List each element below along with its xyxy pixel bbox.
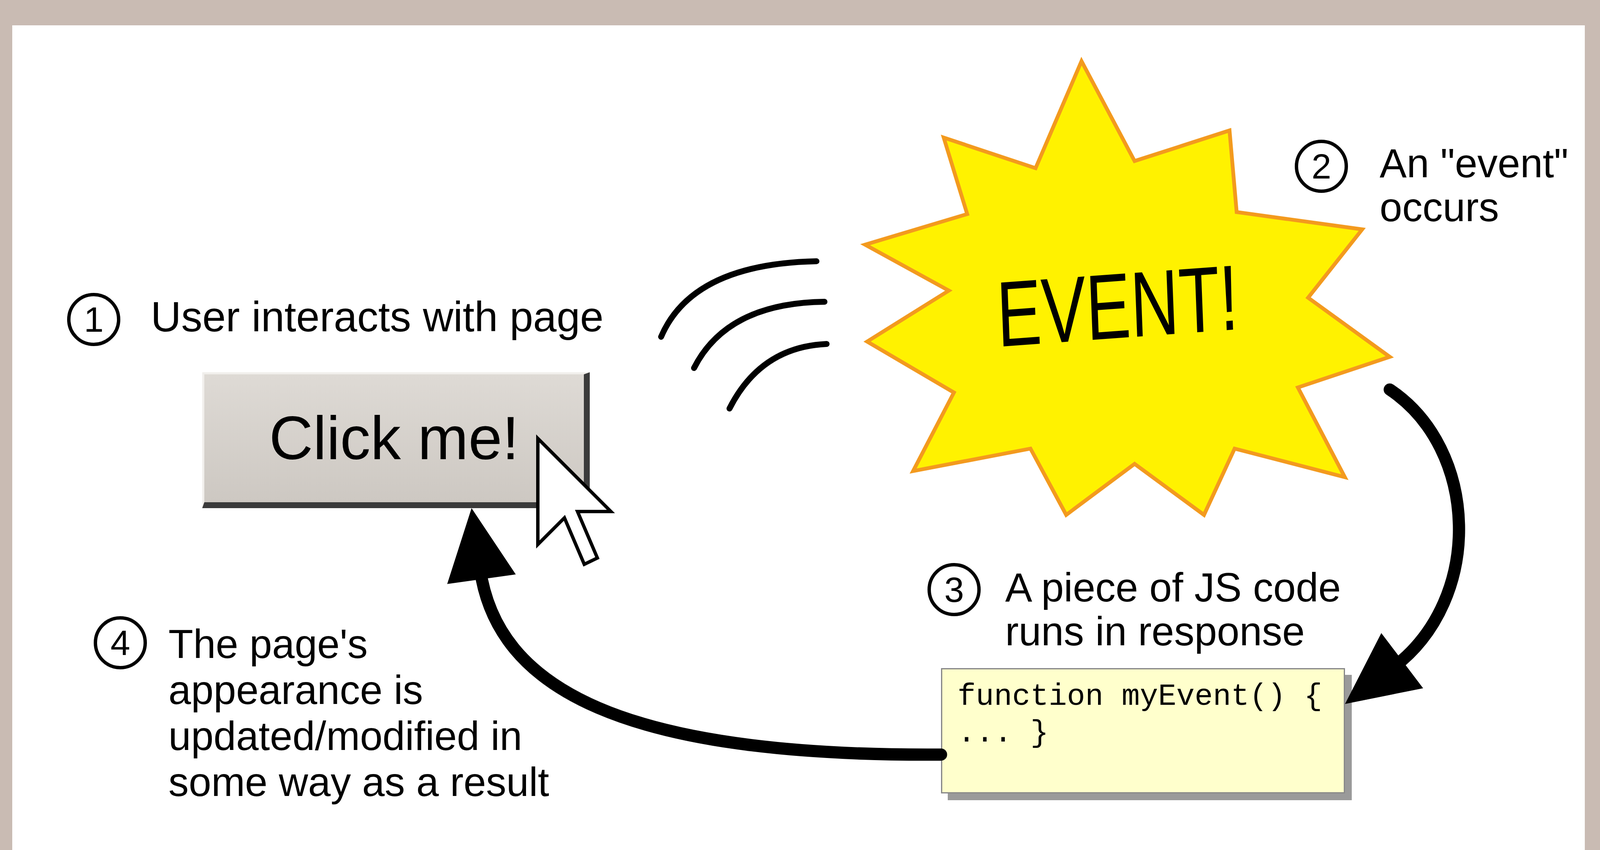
arrow-line bbox=[1389, 389, 1459, 668]
flow-arrow bbox=[447, 508, 942, 755]
flow-arrow bbox=[1345, 389, 1459, 705]
step-caption: User interacts with page bbox=[150, 291, 604, 342]
step-caption: The page's appearance is updated/modifie… bbox=[168, 621, 593, 806]
arrow-head bbox=[447, 508, 516, 585]
motion-line bbox=[729, 344, 827, 409]
starburst-shape bbox=[865, 61, 1390, 516]
button-label: Click me! bbox=[268, 408, 519, 470]
callout-number: 2 bbox=[1294, 139, 1348, 193]
callout-number: 4 bbox=[93, 616, 147, 670]
step-caption: An "event" occurs bbox=[1379, 141, 1583, 230]
arrow-line bbox=[480, 568, 942, 755]
code-box: function myEvent() { ... } bbox=[941, 668, 1346, 794]
callout-number: 1 bbox=[67, 292, 121, 347]
event-starburst: EVENT! bbox=[862, 59, 1390, 516]
code-text: function myEvent() { ... } bbox=[957, 678, 1329, 753]
motion-line bbox=[694, 301, 825, 369]
motion-line bbox=[661, 261, 817, 337]
button: Click me! bbox=[202, 372, 590, 509]
mouse-cursor bbox=[537, 438, 611, 565]
step-caption: A piece of JS code runs in response bbox=[1005, 565, 1365, 654]
callout-number: 3 bbox=[927, 563, 981, 617]
arrow-head bbox=[1345, 633, 1424, 705]
